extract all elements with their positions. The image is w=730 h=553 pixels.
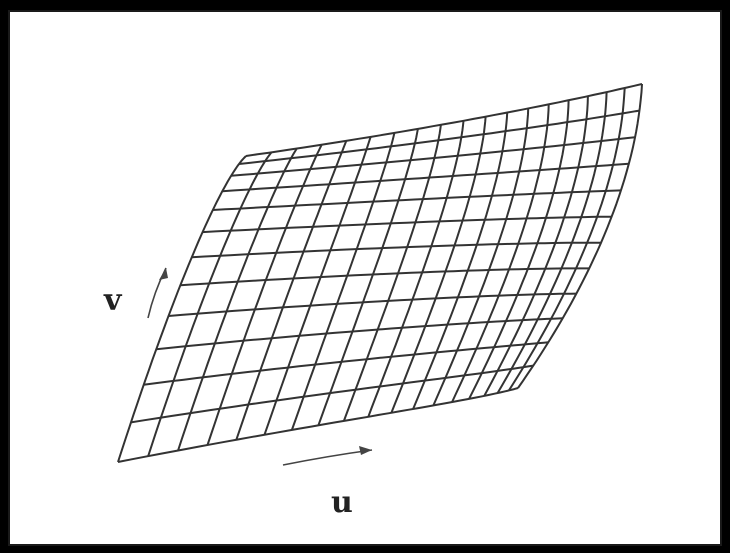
grid-line-v-direction xyxy=(317,128,419,426)
grid-line-v-direction xyxy=(517,83,643,389)
grid-line-v-direction xyxy=(496,92,608,394)
v-axis-label: v xyxy=(104,283,122,318)
grid-line-v-direction xyxy=(147,151,273,457)
grid-line-v-direction xyxy=(451,104,550,403)
grid-line-v-direction xyxy=(342,124,442,422)
u-axis-label: u xyxy=(331,485,353,520)
grid-line-u-direction xyxy=(202,215,612,234)
u-direction-arrow xyxy=(282,446,373,466)
grid-line-v-direction xyxy=(432,108,530,406)
grid-line-v-direction xyxy=(177,147,298,451)
grid-line-v-direction xyxy=(263,136,372,436)
curvilinear-grid-mesh xyxy=(117,83,643,463)
v-direction-arrow xyxy=(147,267,168,319)
grid-line-v-direction xyxy=(412,112,509,410)
grid-line-v-direction xyxy=(206,144,323,446)
figure-panel xyxy=(8,10,722,546)
grid-line-v-direction xyxy=(483,96,589,397)
grid-line-v-direction xyxy=(390,116,487,414)
grid-line-v-direction xyxy=(468,100,570,400)
grid-line-v-direction xyxy=(367,120,465,418)
grid-line-v-direction xyxy=(290,132,396,431)
grid-line-v-direction xyxy=(117,155,247,463)
grid-line-v-direction xyxy=(235,140,348,441)
grid-line-u-direction xyxy=(156,317,563,351)
grid-line-v-direction xyxy=(508,87,626,391)
